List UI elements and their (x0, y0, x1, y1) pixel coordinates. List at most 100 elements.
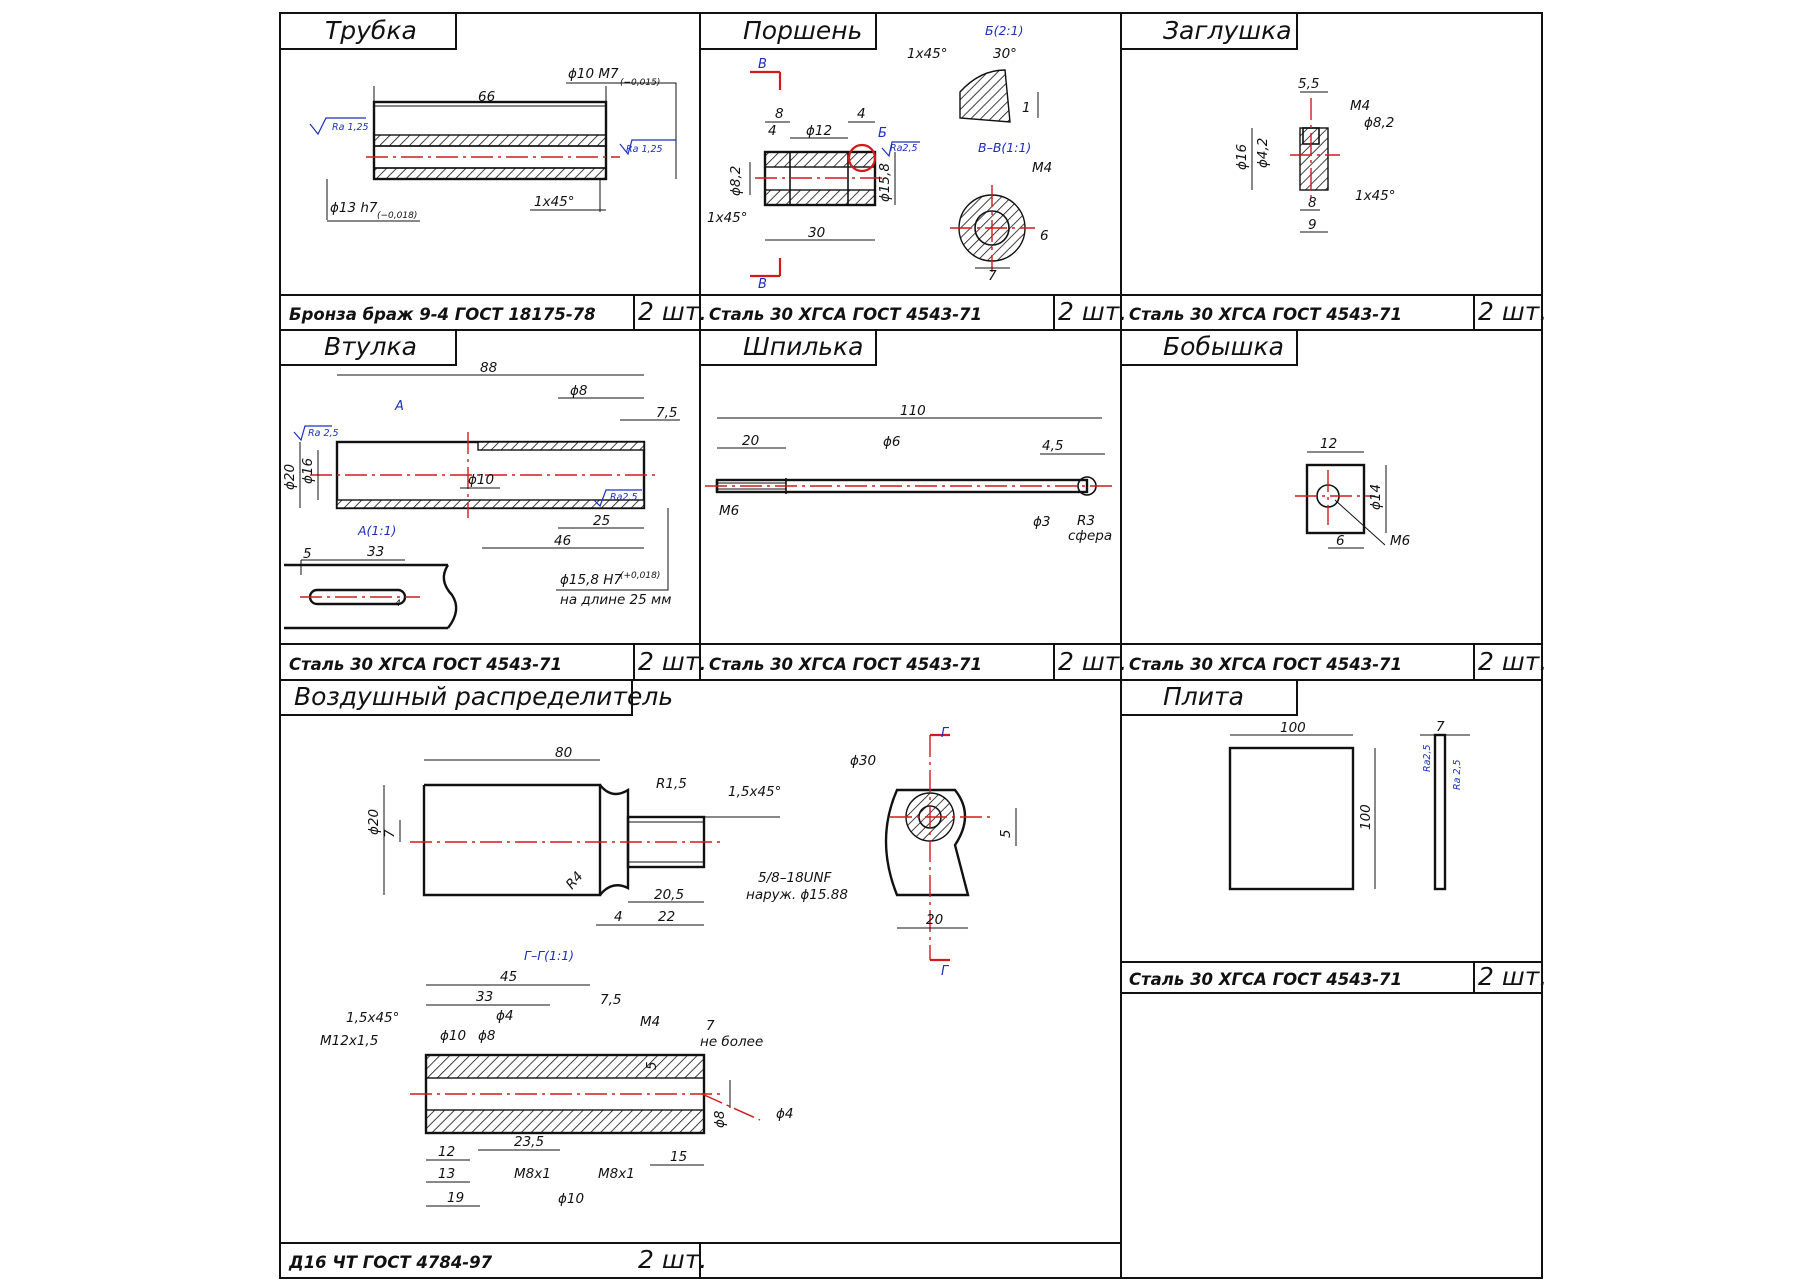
material-vtulka: Сталь 30 ХГСА ГОСТ 4543-71 (289, 655, 562, 674)
frame (279, 12, 1543, 1279)
dim-bob-d14: ϕ14 (1368, 484, 1384, 510)
dim-zag-9: 9 (1308, 217, 1317, 233)
dim-porshen-det-ang: 30° (993, 46, 1017, 62)
dim-rasp-s-m8a: М8x1 (514, 1166, 551, 1182)
dim-porshen-sec-6: 6 (1040, 228, 1049, 244)
dim-plita-w: 100 (1280, 720, 1306, 736)
dim-shpilka-m6: М6 (719, 503, 739, 519)
dim-rasp-s45: 45 (500, 969, 517, 985)
dim-vtulka-fit-tol: (+0,018) (620, 571, 660, 581)
dim-shpilka-sphere: сфера (1068, 528, 1112, 544)
dim-rasp-r15: R1,5 (656, 776, 687, 792)
qty-shpilka: 2 шт. (1058, 647, 1127, 676)
qty-zaglushka: 2 шт. (1478, 297, 1547, 326)
dim-rasp-20b: 20 (926, 912, 943, 928)
dim-rasp-len: 80 (555, 745, 572, 761)
dim-porshen-4b: 4 (857, 106, 866, 122)
dim-vtulka-33: 33 (367, 544, 384, 560)
label-porshen-detail: Б(2:1) (985, 23, 1023, 38)
material-porshen: Сталь 30 ХГСА ГОСТ 4543-71 (709, 305, 982, 324)
label-porshen-sec-top: В (758, 57, 767, 72)
dim-shpilka-len: 110 (900, 403, 926, 419)
label-porshen-sec-bottom: В (758, 277, 767, 292)
dim-rasp-r4: R4 (563, 869, 587, 893)
dim-rasp-5: 5 (998, 829, 1014, 838)
dim-rasp-205: 20,5 (654, 887, 684, 903)
dim-trubka-din-tol: (−0,015) (620, 78, 660, 88)
dim-vtulka-d20: ϕ20 (282, 464, 298, 490)
dim-porshen-8: 8 (775, 106, 784, 122)
dim-shpilka-r3: R3 (1077, 513, 1095, 529)
dim-rasp-s-d10b: ϕ10 (558, 1191, 584, 1207)
dim-rasp-s-ch: 1,5x45° (346, 1010, 399, 1026)
dim-trubka-len: 66 (478, 89, 495, 105)
dim-rasp-thread-note: наруж. ϕ15.88 (746, 887, 848, 903)
dim-vtulka-len: 88 (480, 360, 497, 376)
dim-porshen-d12: ϕ12 (806, 123, 832, 139)
ra-trubka-2: Ra 1,25 (626, 144, 663, 155)
dim-rasp-s-19: 19 (447, 1190, 464, 1206)
dim-rasp-s-d4: ϕ4 (496, 1008, 514, 1024)
label-rasp-g-bottom: Г (941, 964, 950, 979)
dim-vtulka-d10: ϕ10 (468, 472, 494, 488)
ra-porshen: Ra2,5 (890, 143, 918, 154)
dim-zag-d42: ϕ4,2 (1255, 138, 1271, 168)
label-vtulka-view-a: А (394, 399, 404, 414)
dim-rasp-d20: ϕ20 (366, 809, 382, 835)
label-rasp-section: Г–Г(1:1) (524, 948, 574, 963)
title-porshen: Поршень (743, 16, 862, 45)
label-vtulka-view-a-scale: А(1:1) (357, 523, 396, 538)
dim-rasp-d7: 7 (382, 829, 398, 838)
dim-rasp-s-m12: М12x1,5 (320, 1033, 378, 1049)
dim-rasp-s-12: 12 (438, 1144, 455, 1160)
qty-bobyshka: 2 шт. (1478, 647, 1547, 676)
dim-shpilka-20: 20 (742, 433, 759, 449)
title-bobyshka: Бобышка (1163, 332, 1284, 361)
title-raspredelitel: Воздушный распределитель (294, 682, 673, 711)
dim-rasp-d30: ϕ30 (850, 753, 876, 769)
drawing-porshen: В В Б Ra2,5 8 4 ϕ12 4 ϕ8,2 ϕ15,8 30 1x45… (707, 23, 1052, 292)
drawing-zaglushka: 5,5 М4 ϕ8,2 ϕ16 ϕ4,2 8 9 1x45° (1234, 76, 1396, 233)
dim-zag-55: 5,5 (1298, 76, 1319, 92)
dim-rasp-thread: 5/8–18UNF (758, 870, 832, 886)
dim-rasp-s33: 33 (476, 989, 493, 1005)
dim-trubka-din: ϕ10 M7 (568, 66, 619, 82)
title-vtulka: Втулка (324, 332, 417, 361)
dim-vtulka-d16: ϕ16 (300, 458, 316, 484)
dim-porshen-sec-m4: М4 (1032, 160, 1052, 176)
dim-rasp-s-d8r: ϕ8 (712, 1111, 728, 1129)
dim-rasp-22: 22 (658, 909, 675, 925)
dim-trubka-chamfer: 1x45° (534, 194, 575, 210)
dim-plita-t: 7 (1436, 719, 1445, 735)
dim-rasp-s-d8: ϕ8 (478, 1028, 496, 1044)
dim-rasp-ch: 1,5x45° (728, 784, 781, 800)
ra-plita-2: Ra 2,5 (1452, 759, 1463, 790)
dim-trubka-dout: ϕ13 h7 (330, 200, 378, 216)
material-raspredelitel: Д16 ЧТ ГОСТ 4784-97 (288, 1253, 493, 1272)
dim-shpilka-d6: ϕ6 (883, 434, 901, 450)
label-rasp-g-top: Г (941, 726, 950, 741)
dim-vtulka-75: 7,5 (656, 405, 677, 421)
dim-zag-d82: ϕ8,2 (1364, 115, 1394, 131)
dim-shpilka-45: 4,5 (1042, 438, 1063, 454)
title-trubka: Трубка (325, 16, 417, 45)
dim-trubka-dout-tol: (−0,018) (377, 211, 417, 221)
dim-rasp-s-235: 23,5 (514, 1134, 544, 1150)
dim-vtulka-4: 4 (395, 599, 401, 609)
qty-raspredelitel: 2 шт. (638, 1245, 707, 1274)
dim-bob-6: 6 (1336, 533, 1345, 549)
dim-rasp-s-5: 5 (644, 1061, 660, 1070)
dim-plita-h: 100 (1358, 804, 1374, 830)
qty-porshen: 2 шт. (1058, 297, 1127, 326)
dim-porshen-d82: ϕ8,2 (728, 166, 744, 196)
dim-porshen-chamfer: 1x45° (707, 210, 748, 226)
dim-vtulka-25: 25 (593, 513, 610, 529)
ra-vtulka-2: Ra2,5 (610, 492, 638, 503)
title-plita: Плита (1163, 682, 1244, 711)
dim-porshen-det-ch: 1x45° (907, 46, 948, 62)
dim-zag-8: 8 (1308, 195, 1317, 211)
drawing-plita: 100 100 7 Ra2,5 Ra 2,5 (1228, 719, 1470, 891)
dim-porshen-sec-7: 7 (988, 268, 997, 284)
material-plita: Сталь 30 ХГСА ГОСТ 4543-71 (1129, 970, 1402, 989)
